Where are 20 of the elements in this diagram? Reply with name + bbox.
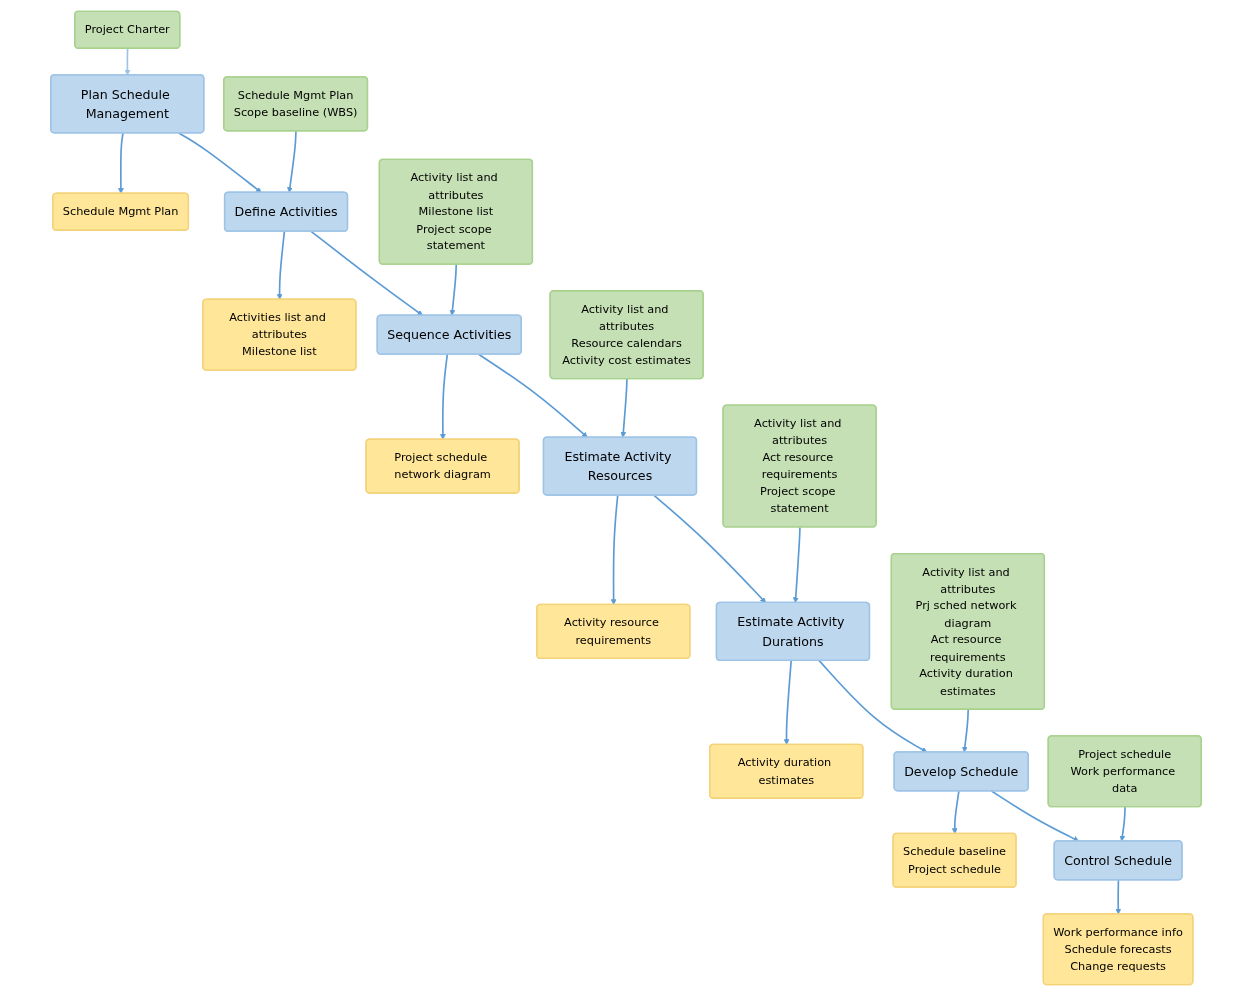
arrow <box>610 494 619 606</box>
arrow <box>783 659 792 745</box>
arrow <box>792 526 801 604</box>
arrow <box>620 378 628 438</box>
arrow <box>118 132 124 194</box>
arrow <box>961 708 970 753</box>
arrow <box>951 790 960 834</box>
arrow <box>449 263 458 316</box>
arrow <box>1115 879 1122 915</box>
arrow <box>287 130 297 193</box>
arrow <box>818 659 928 753</box>
arrow <box>1119 806 1126 842</box>
arrow <box>439 353 449 440</box>
arrow <box>653 494 767 604</box>
arrow <box>990 790 1080 842</box>
arrow <box>177 132 262 193</box>
arrow <box>310 230 423 316</box>
arrow <box>478 353 588 438</box>
arrow <box>276 230 286 300</box>
arrow <box>124 47 131 76</box>
